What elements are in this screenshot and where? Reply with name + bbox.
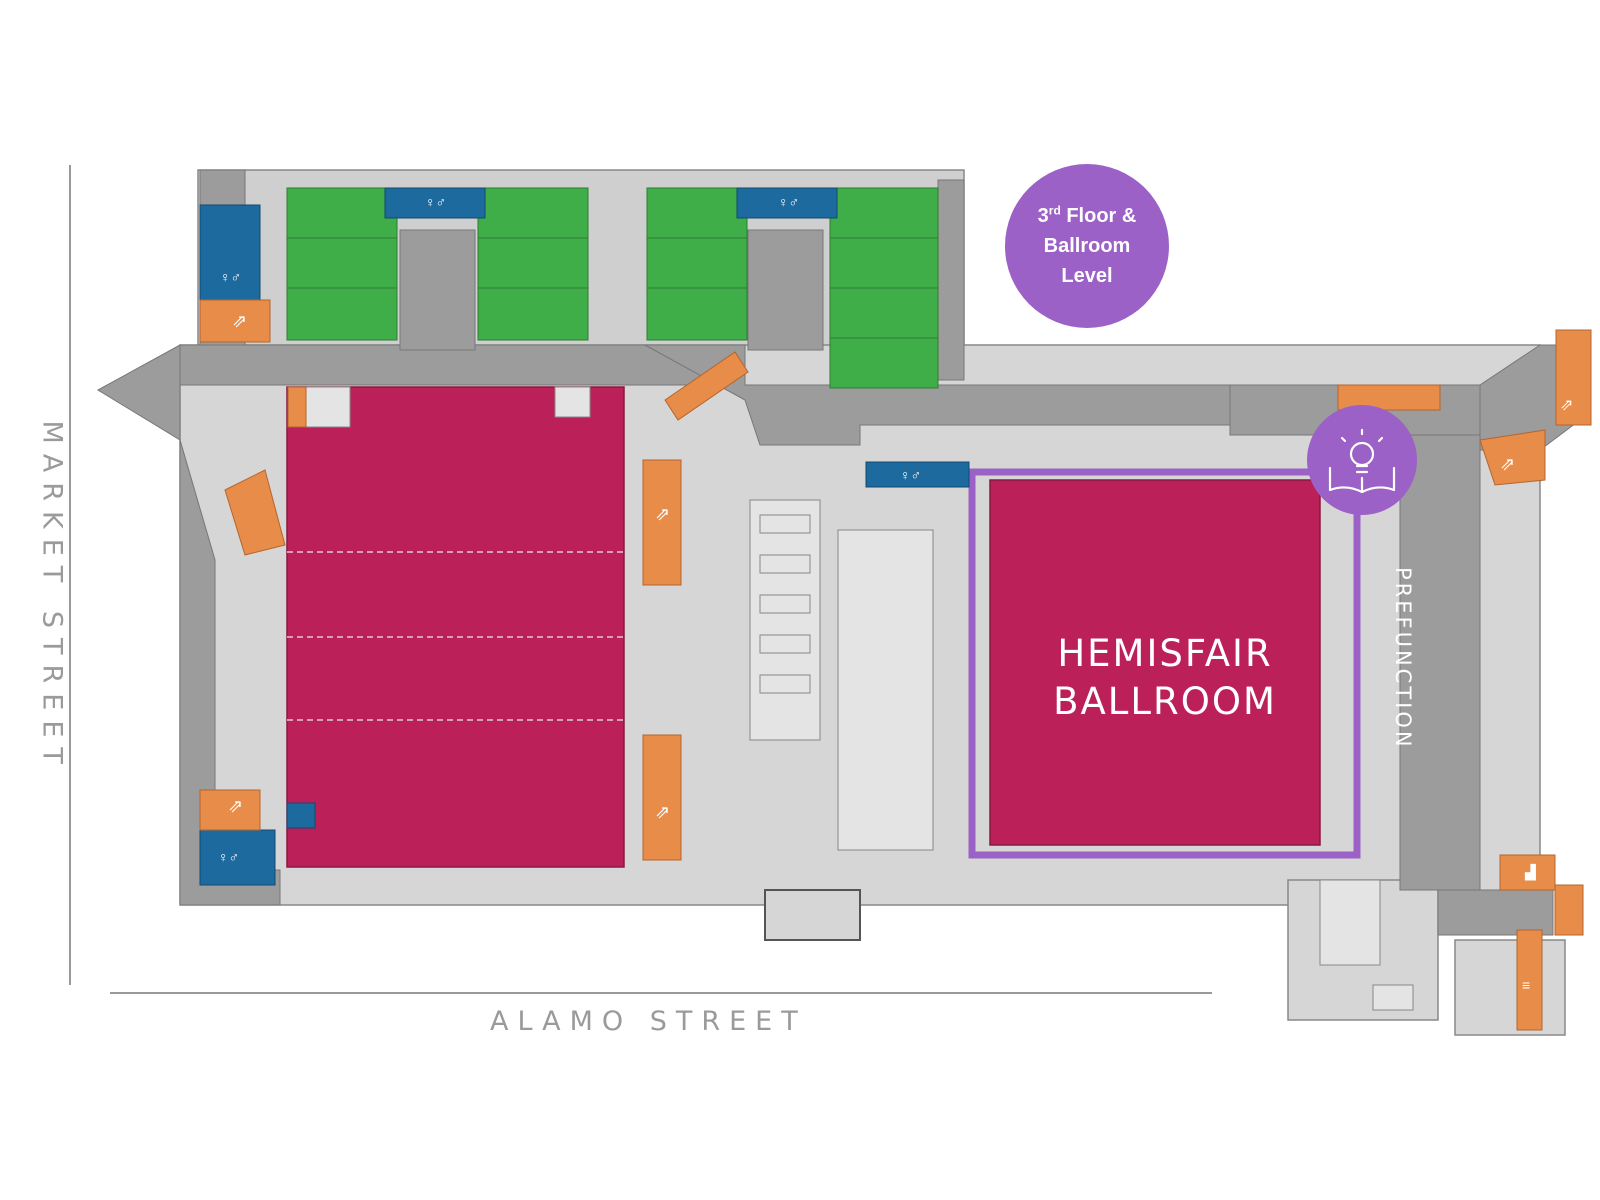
- hemisfair-ballroom-room[interactable]: [989, 479, 1321, 846]
- escalator-icon: ⇗: [1500, 454, 1515, 474]
- stairs-nw[interactable]: [199, 299, 271, 343]
- ballroom-label-line1: HEMISFAIR: [1057, 632, 1273, 675]
- vertical-circulation: [199, 299, 1592, 1031]
- escalator-icon: ⇗: [655, 504, 670, 524]
- restroom-nw[interactable]: [199, 204, 261, 301]
- restroom-south-hall[interactable]: [286, 802, 316, 829]
- restroom-north-2[interactable]: [736, 187, 838, 219]
- escalator-east-upper[interactable]: [1337, 384, 1441, 411]
- restroom-icon: ♀♂: [218, 849, 239, 865]
- escalator-north[interactable]: [664, 351, 749, 421]
- escalator-icon: ⇗: [228, 796, 243, 816]
- circulation-icon-marks: ⇗ ⇗ ⇗ ⇗ ⇗ ⇗ ♀♂ ♀♂ ♀♂ ♀♂ ♀♂ ▟ ≡: [218, 194, 1573, 993]
- escalator-icon: ⇗: [655, 802, 670, 822]
- restroom-sw[interactable]: [199, 829, 276, 886]
- stairs-ne[interactable]: [1555, 329, 1592, 426]
- ballroom-label: HEMISFAIR BALLROOM: [1005, 630, 1325, 726]
- stairs-se-2[interactable]: [1554, 884, 1584, 936]
- escalator-icon: ⇗: [232, 311, 247, 331]
- meeting-room-1: [286, 187, 398, 341]
- west-corridor: [97, 344, 281, 906]
- restroom-center[interactable]: [865, 461, 970, 488]
- grey-corridor-center-2: [747, 229, 824, 351]
- lightbulb-book-icon[interactable]: [1307, 405, 1417, 515]
- stairs-sw[interactable]: [199, 789, 261, 831]
- restroom-icon: ♀♂: [425, 194, 446, 210]
- south-bay: [1437, 889, 1554, 936]
- stairs-hall-west[interactable]: [287, 386, 307, 428]
- level-badge-line3: Level: [1061, 265, 1113, 287]
- restroom-icon: ♀♂: [220, 269, 241, 285]
- exhibit-hall-section: [286, 386, 625, 868]
- restrooms: [199, 187, 970, 886]
- meeting-room-3: [646, 187, 748, 341]
- alamo-street-label: ALAMO STREET: [490, 1006, 807, 1037]
- northeast-corridor: [644, 344, 1231, 446]
- level-badge-line2: Ballroom: [1043, 235, 1131, 257]
- escalator-center-2[interactable]: [642, 734, 682, 861]
- stairs-icon: ≡: [1522, 977, 1530, 993]
- restroom-icon: ♀♂: [900, 467, 921, 483]
- level-badge-line1: 3rd Floor &: [1037, 203, 1137, 227]
- service-areas: [299, 386, 1414, 1011]
- escalator-se[interactable]: [1516, 929, 1543, 1031]
- escalator-icon: ⇗: [1560, 397, 1573, 414]
- meeting-room-2: [477, 187, 589, 341]
- prefunction-label: PREFUNCTION: [1391, 567, 1415, 750]
- level-badge: 3rd Floor & Ballroom Level: [1005, 164, 1169, 328]
- escalator-west[interactable]: [224, 469, 286, 556]
- ballroom-highlight-frame: [968, 468, 1361, 859]
- ballroom-label-line2: BALLROOM: [1053, 680, 1277, 723]
- meeting-rooms: [286, 187, 939, 389]
- grey-corridor-right-1: [937, 179, 965, 381]
- stairs-se[interactable]: [1499, 854, 1556, 891]
- restroom-north-1[interactable]: [384, 187, 486, 219]
- stairs-icon: ▟: [1524, 863, 1536, 881]
- grey-corridor-center-1: [399, 229, 476, 351]
- market-street-label: MARKET STREET: [36, 420, 68, 774]
- escalator-center-1[interactable]: [642, 459, 682, 586]
- restroom-icon: ♀♂: [778, 194, 799, 210]
- exhibit-hall: [286, 386, 625, 868]
- escalator-ne[interactable]: [1479, 429, 1546, 486]
